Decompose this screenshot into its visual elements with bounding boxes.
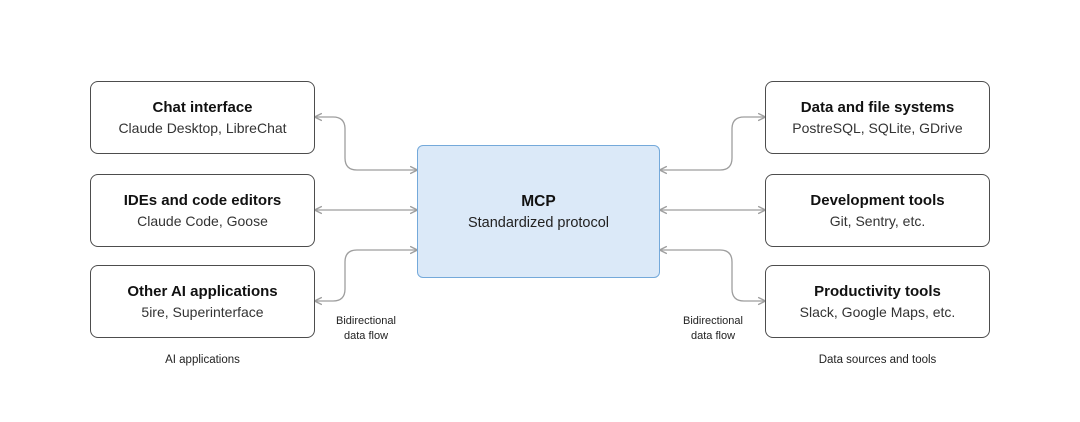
node-title: Productivity tools	[814, 282, 941, 300]
node-title: IDEs and code editors	[123, 191, 282, 209]
node-subtitle: Claude Desktop, LibreChat	[118, 119, 287, 136]
connector-right-top	[658, 112, 767, 175]
mcp-subtitle: Standardized protocol	[467, 214, 610, 231]
bidirectional-flow-label-left: Bidirectional data flow	[336, 315, 396, 342]
connector-left-bottom	[313, 245, 419, 306]
node-development-tools: Development tools Git, Sentry, etc.	[765, 174, 990, 247]
connector-left-top	[313, 112, 419, 175]
node-data-file-systems: Data and file systems PostreSQL, SQLite,…	[765, 81, 990, 154]
node-subtitle: PostreSQL, SQLite, GDrive	[792, 119, 963, 136]
node-title: Data and file systems	[800, 98, 955, 116]
node-subtitle: Git, Sentry, etc.	[829, 212, 926, 229]
node-chat-interface: Chat interface Claude Desktop, LibreChat	[90, 81, 315, 154]
node-other-ai-applications: Other AI applications 5ire, Superinterfa…	[90, 265, 315, 338]
node-title: Other AI applications	[127, 282, 278, 300]
node-mcp: MCP Standardized protocol	[417, 145, 660, 278]
node-subtitle: Claude Code, Goose	[137, 212, 268, 229]
mcp-title: MCP	[521, 192, 556, 210]
node-subtitle: Slack, Google Maps, etc.	[799, 303, 956, 320]
right-group-caption: Data sources and tools	[818, 354, 937, 366]
connector-right-bottom	[658, 245, 767, 306]
node-title: Development tools	[810, 191, 945, 209]
bidirectional-flow-label-right: Bidirectional data flow	[683, 315, 743, 342]
left-group-caption: AI applications	[165, 354, 240, 366]
node-subtitle: 5ire, Superinterface	[141, 303, 264, 320]
node-productivity-tools: Productivity tools Slack, Google Maps, e…	[765, 265, 990, 338]
node-title: Chat interface	[152, 98, 253, 116]
node-ides-code-editors: IDEs and code editors Claude Code, Goose	[90, 174, 315, 247]
